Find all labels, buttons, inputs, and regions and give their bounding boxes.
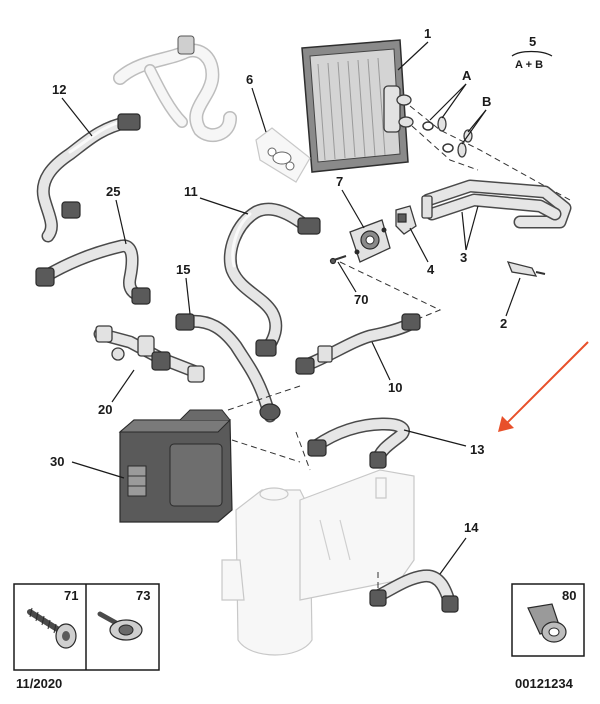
inset-label-80: 80 — [562, 588, 576, 603]
callout-11: 11 — [184, 184, 198, 199]
callout-1: 1 — [424, 26, 431, 41]
callout-13: 13 — [470, 442, 484, 457]
hose-25-part[interactable] — [35, 239, 151, 305]
callout-4: 4 — [427, 262, 435, 277]
callout-10: 10 — [388, 380, 402, 395]
callout-6: 6 — [246, 72, 253, 87]
callout-A: A — [462, 68, 472, 83]
screw-71-icon — [27, 607, 77, 649]
bolt-73-icon — [97, 611, 143, 641]
heater-tubes-part[interactable] — [421, 179, 572, 229]
footer-reference: 00121234 — [515, 676, 574, 691]
valve-rail-part[interactable] — [93, 325, 205, 383]
hose-12-part[interactable] — [36, 113, 141, 243]
callout-7: 7 — [336, 174, 343, 189]
inset-box-71-73[interactable]: 71 73 — [13, 583, 160, 671]
screw-70-part[interactable] — [329, 255, 347, 265]
callout-5-sub: A + B — [515, 59, 543, 71]
clip-part[interactable] — [395, 205, 417, 235]
callout-5: 5 — [529, 34, 536, 49]
callout-B: B — [482, 94, 491, 109]
footer-date: 11/2020 — [16, 676, 62, 691]
callout-70: 70 — [354, 292, 368, 307]
engine-pipe-ghost — [113, 35, 237, 143]
callout-2: 2 — [500, 316, 507, 331]
heater-unit-part[interactable] — [118, 409, 233, 523]
inset-label-71: 71 — [64, 588, 78, 603]
hose-10-part[interactable] — [295, 313, 421, 375]
hose-14-part[interactable] — [369, 569, 459, 613]
flange-part[interactable] — [349, 219, 391, 263]
callout-25: 25 — [106, 184, 120, 199]
hose-15-part[interactable] — [175, 313, 281, 423]
hose-11-part[interactable] — [223, 202, 321, 357]
callout-3: 3 — [460, 250, 467, 265]
callout-30: 30 — [50, 454, 64, 469]
hose-13-part[interactable] — [307, 417, 410, 469]
callout-20: 20 — [98, 402, 112, 417]
inset-box-80[interactable]: 80 — [511, 583, 585, 657]
inset-label-73: 73 — [136, 588, 150, 603]
callout-15: 15 — [176, 262, 190, 277]
bleed-screw-part[interactable] — [506, 261, 546, 277]
seal-rings-part[interactable] — [422, 116, 473, 158]
heater-core-part[interactable] — [301, 39, 414, 173]
callout-12: 12 — [52, 82, 66, 97]
callout-14: 14 — [464, 520, 479, 535]
coolant-reservoir-ghost — [221, 469, 415, 656]
highlight-arrow — [498, 341, 589, 432]
gasket-plate-part[interactable] — [255, 127, 311, 183]
plug-80-icon — [527, 603, 567, 643]
